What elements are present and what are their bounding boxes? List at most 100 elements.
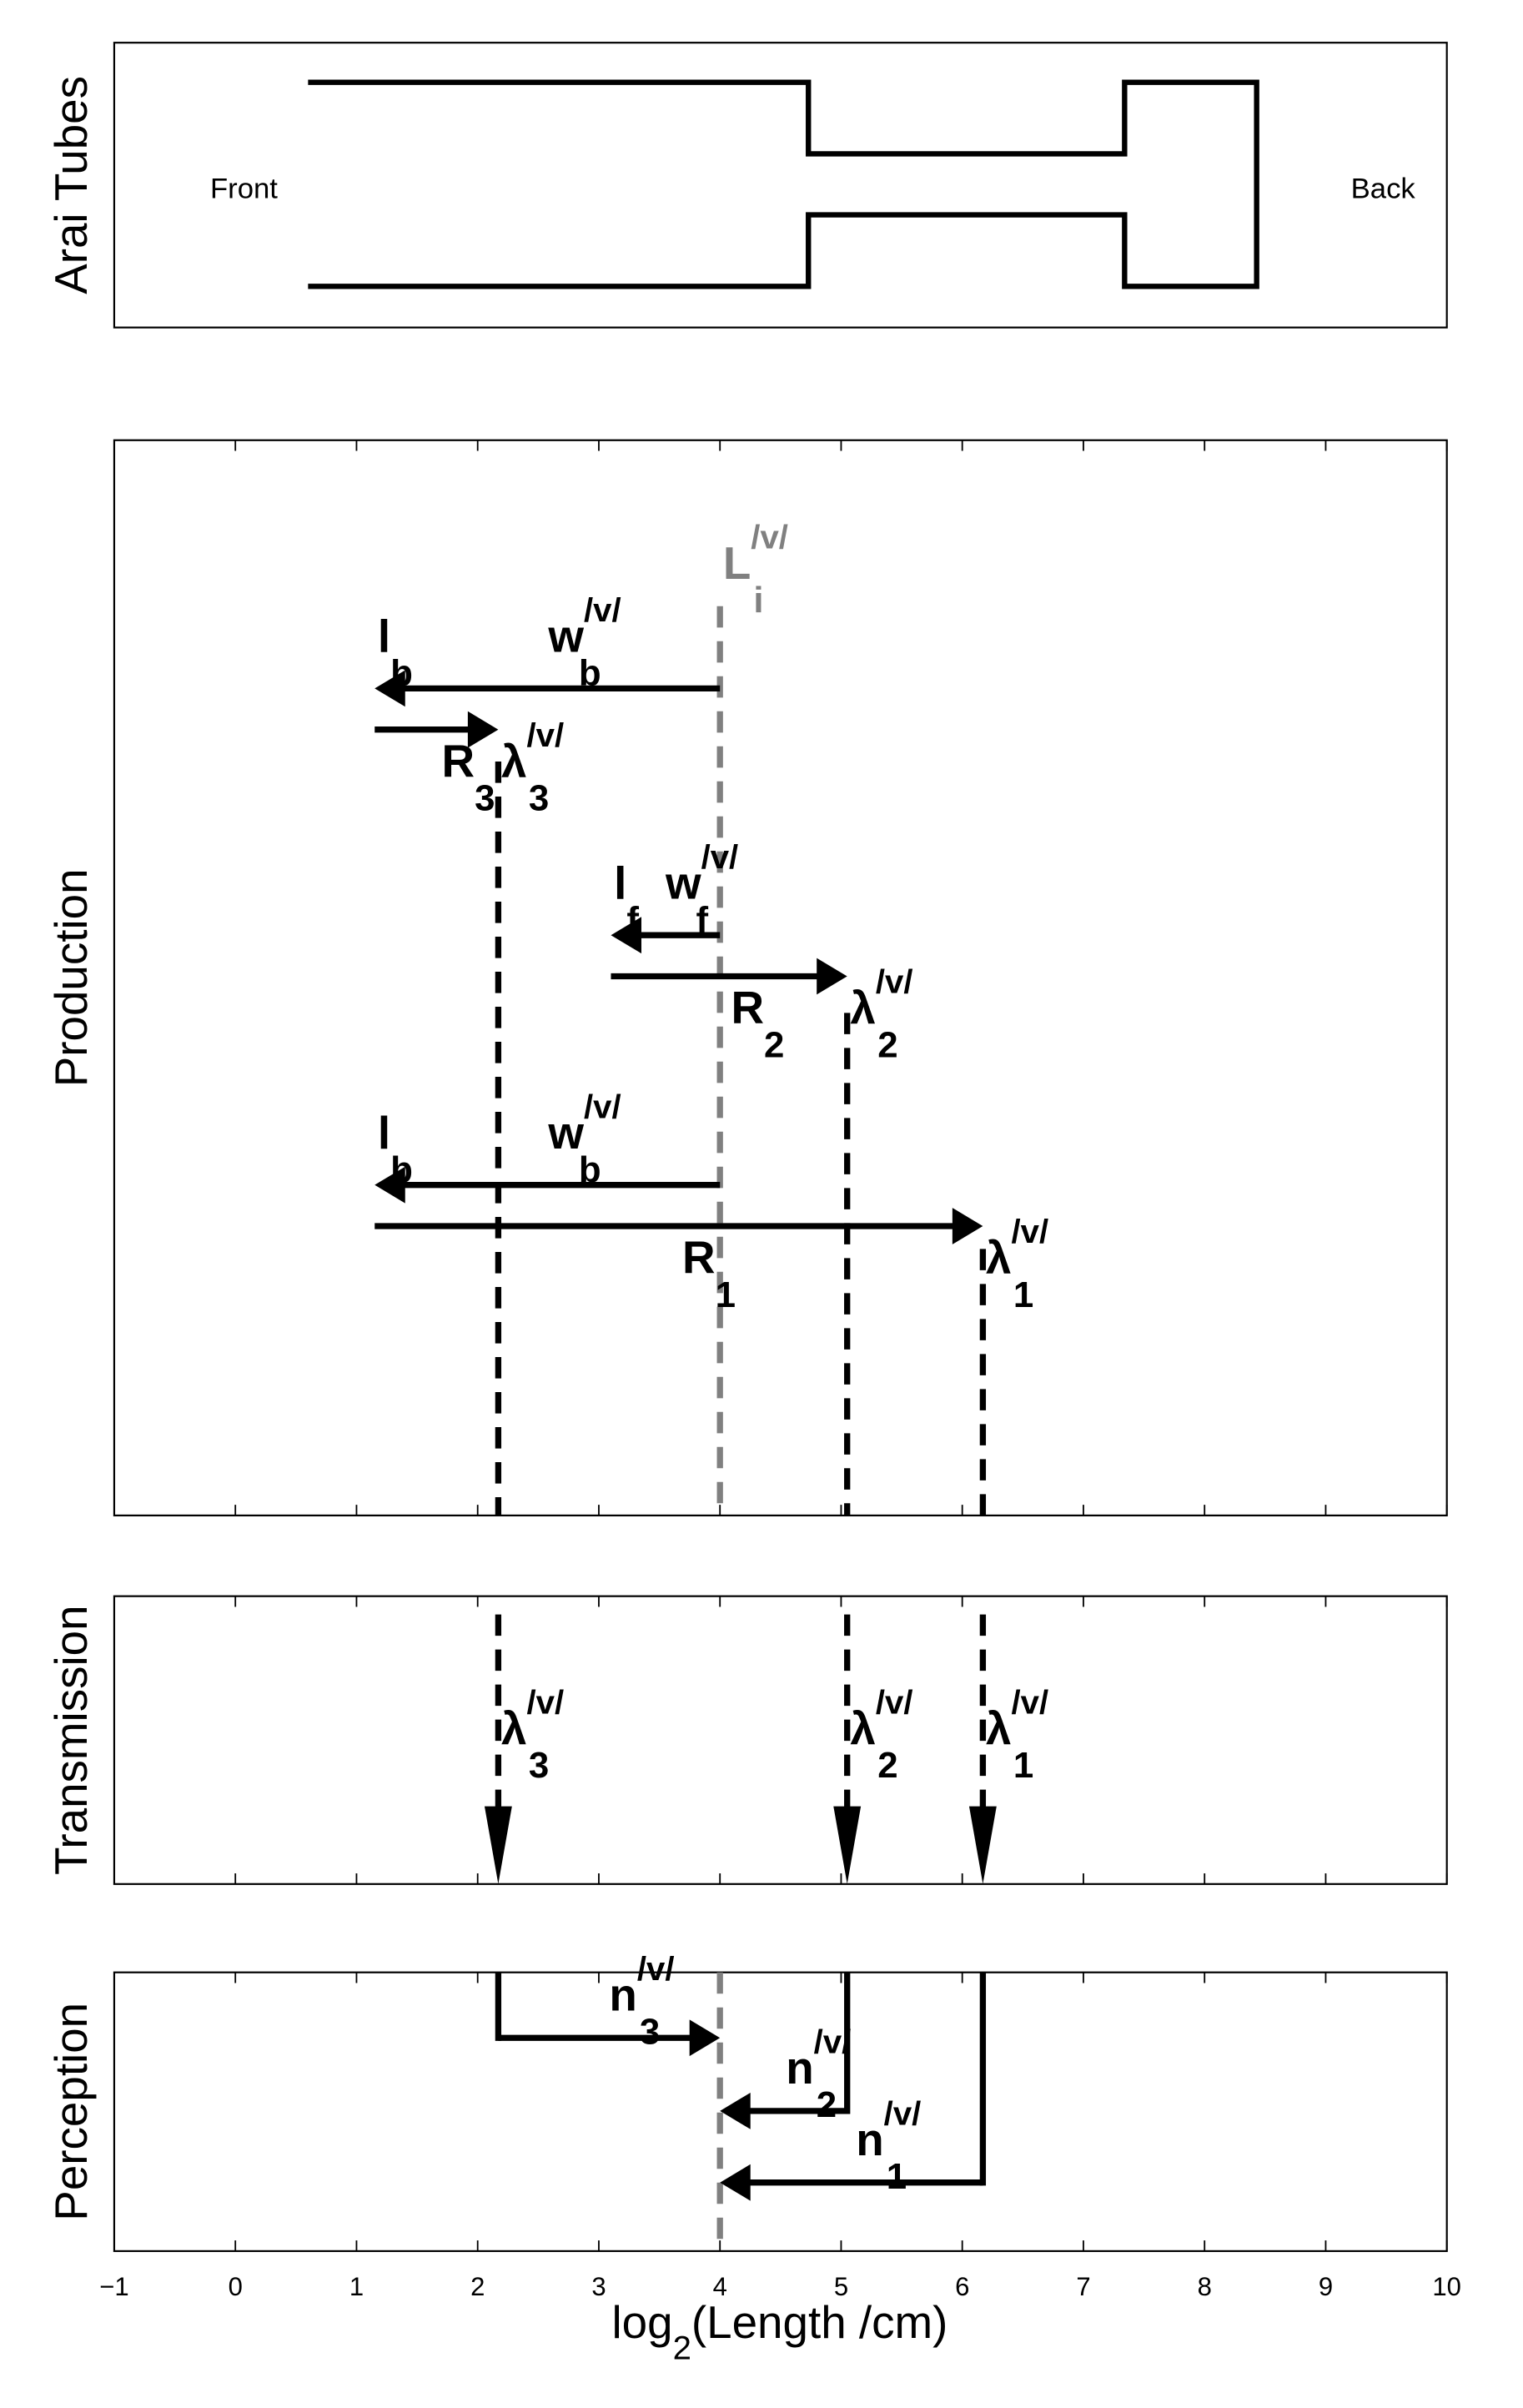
start-label: lb <box>378 611 413 694</box>
arrow-label: R1 <box>682 1232 736 1315</box>
perception-label-sup: /v/ <box>637 1950 675 1988</box>
start-label-sub: b <box>390 1149 413 1190</box>
x-tick-label: 10 <box>1432 2272 1461 2301</box>
start-label-main: l <box>378 1107 390 1159</box>
resonance-label: λ/v/2 <box>850 963 912 1066</box>
arrow-label: w/v/b <box>547 1088 621 1190</box>
transmission-label-sub: 2 <box>877 1745 897 1786</box>
x-axis-label-sub: 2 <box>673 2330 691 2367</box>
x-axis-label-main: log <box>611 2296 672 2348</box>
x-tick-label: 1 <box>349 2272 364 2301</box>
transmission-label-main: λ <box>986 1702 1011 1754</box>
x-tick-label: 0 <box>229 2272 243 2301</box>
transmission-ylabel: Transmission <box>45 1605 97 1875</box>
transmission-label-sub: 3 <box>529 1745 549 1786</box>
x-axis-label: log2(Length /cm) <box>611 2296 947 2367</box>
transmission-arrowhead <box>484 1806 512 1884</box>
x-tick-label: 8 <box>1198 2272 1212 2301</box>
arai-tube-outline <box>308 79 1259 289</box>
tubes-panel-frame <box>113 42 1448 329</box>
perception-label-sup: /v/ <box>884 2094 922 2132</box>
x-axis-label-rest: (Length /cm) <box>691 2296 947 2348</box>
x-tick-label: 3 <box>591 2272 606 2301</box>
x-tick-label: 5 <box>834 2272 848 2301</box>
production-panel-frame <box>113 439 1448 1517</box>
start-label: lf <box>614 857 639 940</box>
resonance-label-sub: 3 <box>529 777 549 818</box>
transmission-label-sub: 1 <box>1013 1745 1033 1786</box>
resonance-label-main: λ <box>850 982 875 1033</box>
perception-label-sub: 2 <box>817 2084 837 2125</box>
reference-label-sup: /v/ <box>751 518 788 555</box>
transmission-label-sup: /v/ <box>876 1683 913 1721</box>
arrow-label-sup: /v/ <box>584 591 621 629</box>
production-arrowhead <box>611 917 641 954</box>
x-tick-label: 4 <box>713 2272 727 2301</box>
arrow-label-sub: b <box>579 1149 601 1190</box>
start-label-sub: f <box>626 900 639 941</box>
front-label: Front <box>210 173 278 204</box>
resonance-label-sub: 2 <box>877 1024 897 1065</box>
resonance-label-main: λ <box>501 735 526 787</box>
x-tick-label: −1 <box>99 2272 128 2301</box>
x-tick-label: 2 <box>470 2272 485 2301</box>
transmission-label: λ/v/2 <box>850 1683 912 1786</box>
perception-label-main: n <box>786 2042 813 2094</box>
perception-label-sub: 3 <box>640 2012 660 2053</box>
production-arrowhead <box>374 1166 405 1204</box>
start-label: lb <box>378 1107 413 1190</box>
production-arrowhead <box>374 670 405 707</box>
arrow-label: R2 <box>731 982 784 1065</box>
arrow-label-main: R <box>682 1232 716 1284</box>
perception-label-sup: /v/ <box>814 2023 852 2060</box>
x-tick-label: 7 <box>1076 2272 1090 2301</box>
resonance-label-sup: /v/ <box>876 963 913 1001</box>
reference-label-sub: i <box>753 580 763 621</box>
tubes-ylabel: Arai Tubes <box>45 76 97 294</box>
start-label-sub: b <box>390 653 413 694</box>
arrow-label: w/v/b <box>547 591 621 694</box>
arrow-label-sub: 2 <box>764 1024 784 1065</box>
resonance-label-sup: /v/ <box>527 716 565 754</box>
resonance-label: λ/v/1 <box>986 1213 1048 1315</box>
transmission-label-sup: /v/ <box>1012 1683 1049 1721</box>
production-arrowhead <box>817 958 847 995</box>
production-arrowhead <box>952 1208 983 1244</box>
arrow-label-main: R <box>442 735 475 787</box>
x-tick-label: 6 <box>955 2272 969 2301</box>
perception-label-main: n <box>856 2114 883 2165</box>
transmission-label-main: λ <box>850 1702 875 1754</box>
arrow-label-sub: f <box>696 900 708 941</box>
perception-label: n/v/3 <box>609 1950 674 2053</box>
reference-label-main: L <box>723 537 751 589</box>
perception-ylabel: Perception <box>45 2003 97 2221</box>
resonance-label-main: λ <box>986 1232 1011 1284</box>
perception-arrowhead <box>720 2164 751 2201</box>
perception-label-sub: 1 <box>887 2156 907 2197</box>
resonance-label-sup: /v/ <box>1012 1213 1049 1250</box>
perception-label-main: n <box>609 1968 636 2020</box>
x-tick-label: 9 <box>1319 2272 1333 2301</box>
arrow-label-sup: /v/ <box>584 1088 621 1125</box>
transmission-arrowhead <box>833 1806 862 1884</box>
perception-arrowhead <box>720 2092 751 2129</box>
arrow-label: w/v/f <box>665 838 738 941</box>
arrow-label-sub: 3 <box>475 777 495 818</box>
start-label-main: l <box>378 611 390 662</box>
arrow-label-main: w <box>547 611 584 662</box>
arrow-label-main: R <box>731 982 764 1033</box>
resonance-label-sub: 1 <box>1013 1274 1033 1315</box>
production-ylabel: Production <box>45 868 97 1087</box>
arrow-label-sub: b <box>579 653 601 694</box>
production-arrowhead <box>467 711 499 748</box>
transmission-panel-frame <box>113 1595 1448 1885</box>
perception-panel-frame <box>113 1971 1448 2252</box>
arrow-label-main: w <box>665 857 701 908</box>
transmission-label-sup: /v/ <box>527 1683 565 1721</box>
back-label: Back <box>1351 173 1416 204</box>
arrow-label-sub: 1 <box>716 1274 736 1315</box>
perception-label: n/v/2 <box>786 2023 851 2125</box>
arrow-label-sup: /v/ <box>701 838 739 876</box>
transmission-arrowhead <box>968 1806 997 1884</box>
